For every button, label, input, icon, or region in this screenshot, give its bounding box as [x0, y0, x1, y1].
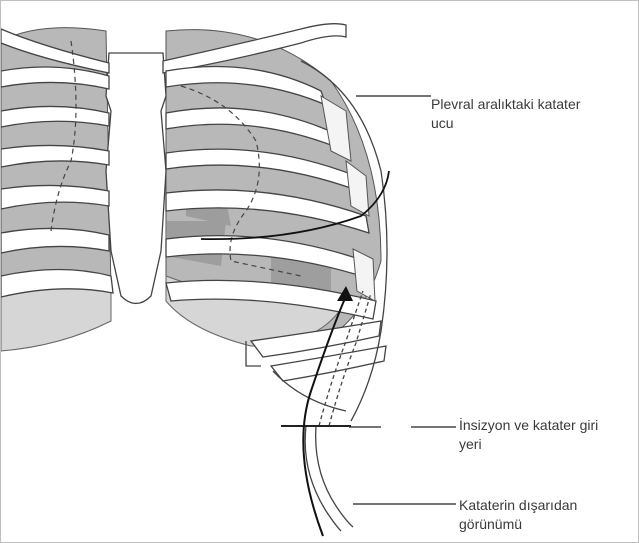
- external-view-label: Kataterin dışarıdan görünümü: [459, 496, 639, 534]
- incision-label: İnsizyon ve katater giri yeri: [459, 416, 639, 454]
- catheter-tip-label: Plevral aralıktaki katater ucu: [431, 95, 636, 133]
